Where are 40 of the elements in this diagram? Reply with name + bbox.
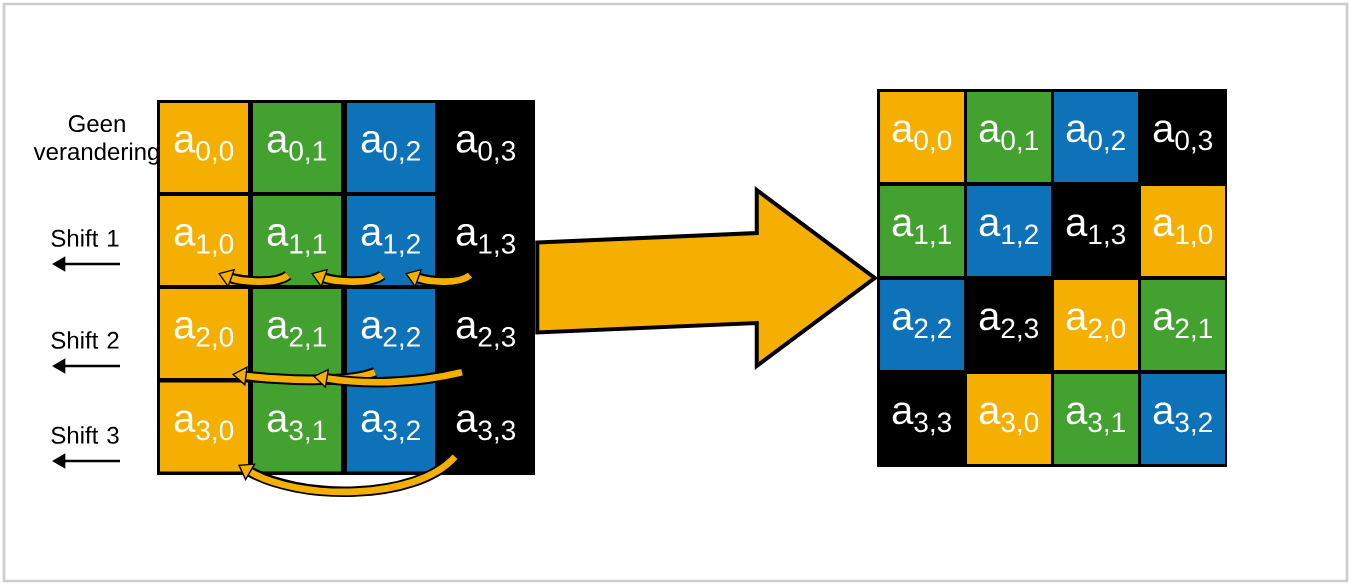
matrix-cell: a$_{2,0}$ [1054, 280, 1138, 370]
matrix-cell: a$_{2,1}$ [253, 289, 341, 378]
matrix-cell: a$_{1,3}$ [1054, 186, 1138, 276]
matrix-cell: a$_{1,1}$ [253, 196, 341, 285]
matrix-cell: a$_{3,3}$ [442, 382, 530, 472]
curved-arrow [232, 366, 377, 387]
matrix-cell: a$_{2,1}$ [1141, 280, 1225, 370]
matrix-cell: a$_{2,3}$ [442, 289, 530, 378]
block-arrow [535, 186, 879, 370]
row-label: Geen verandering [33, 115, 159, 165]
matrix-cell: a$_{0,2}$ [1054, 92, 1138, 182]
matrix-cell: a$_{2,2}$ [880, 280, 964, 370]
matrix-cell: a$_{3,1}$ [253, 382, 341, 472]
matrix-cell: a$_{0,3}$ [1141, 92, 1225, 182]
row-label: Shift 2 [51, 331, 119, 349]
matrix-cell: a$_{1,1}$ [880, 186, 964, 276]
curved-arrow [238, 452, 459, 497]
matrix-cell: a$_{0,1}$ [253, 103, 341, 192]
matrix-cell: a$_{2,3}$ [967, 280, 1051, 370]
matrix-cell: a$_{3,2}$ [347, 382, 435, 472]
matrix-cell: a$_{0,0}$ [880, 92, 964, 182]
curved-arrow [313, 367, 464, 389]
matrix-cell: a$_{1,2}$ [347, 196, 435, 285]
row-label: Shift 3 [51, 426, 119, 444]
matrix-cell: a$_{3,3}$ [880, 374, 964, 464]
matrix-cell: a$_{3,0}$ [967, 374, 1051, 464]
matrix-cell: a$_{2,2}$ [347, 289, 435, 378]
matrix-cell: a$_{0,0}$ [160, 103, 248, 192]
row-label: Shift 1 [51, 229, 119, 247]
matrix-cell: a$_{0,3}$ [442, 103, 530, 192]
matrix-cell: a$_{0,2}$ [347, 103, 435, 192]
matrix-cell: a$_{0,1}$ [967, 92, 1051, 182]
matrix-cell: a$_{3,2}$ [1141, 374, 1225, 464]
matrix-cell: a$_{3,1}$ [1054, 374, 1138, 464]
matrix-cell: a$_{1,3}$ [442, 196, 530, 285]
matrix-cell: a$_{1,0}$ [1141, 186, 1225, 276]
matrix-cell: a$_{1,0}$ [160, 196, 248, 285]
matrix-cell: a$_{2,0}$ [160, 289, 248, 378]
matrix-cell: a$_{1,2}$ [967, 186, 1051, 276]
matrix-cell: a$_{3,0}$ [160, 382, 248, 472]
